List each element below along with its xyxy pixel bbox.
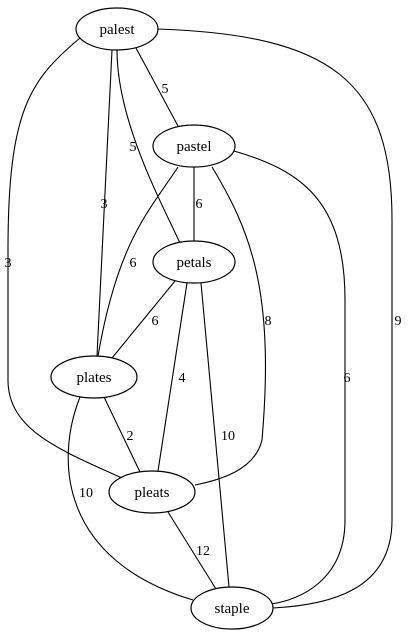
edge-weight-label-plates-pleats: 2: [127, 429, 134, 444]
node-plates: plates: [50, 355, 138, 399]
node-label-pastel: pastel: [177, 139, 212, 155]
edge-weight-label-pastel-petals: 6: [196, 197, 203, 212]
node-label-pleats: pleats: [135, 485, 170, 501]
edge-weight-label-petals-staple: 10: [221, 429, 235, 444]
edge-weight-label-petals-plates: 6: [152, 314, 159, 329]
edge-weight-label-palest-pleats: 3: [5, 256, 12, 271]
node-petals: petals: [152, 240, 236, 284]
edge-pastel-plates: [97, 166, 179, 357]
edge-weight-label-petals-pleats: 4: [179, 371, 186, 386]
edges-layer: [7, 28, 393, 609]
edge-plates-pleats: [103, 396, 141, 473]
edge-weight-label-pastel-plates: 6: [130, 256, 137, 271]
edge-petals-plates: [111, 280, 176, 359]
edge-palest-pastel: [135, 47, 179, 127]
node-ellipse-pleats: [108, 470, 196, 514]
node-staple: staple: [190, 586, 274, 630]
node-palest: palest: [75, 7, 159, 51]
node-ellipse-plates: [50, 355, 138, 399]
edge-pastel-staple: [233, 150, 346, 605]
node-ellipse-palest: [75, 7, 159, 51]
edge-pastel-pleats: [194, 166, 266, 486]
edge-plates-staple: [67, 396, 194, 601]
edge-petals-pleats: [157, 282, 188, 472]
edge-pleats-staple: [167, 511, 217, 590]
edge-palest-petals: [116, 49, 181, 244]
edge-petals-staple: [200, 282, 230, 588]
edge-weight-label-pleats-staple: 12: [196, 544, 210, 559]
node-label-petals: petals: [177, 255, 212, 271]
edge-palest-plates: [96, 49, 113, 357]
edge-palest-staple: [157, 28, 393, 609]
node-label-palest: palest: [100, 22, 136, 38]
node-ellipse-pastel: [152, 124, 236, 168]
nodes-layer: palest pastel petals plates pleats staple: [50, 7, 274, 630]
node-label-staple: staple: [215, 601, 250, 617]
edge-weight-label-palest-plates: 3: [101, 197, 108, 212]
edge-palest-pleats: [7, 37, 123, 479]
node-label-plates: plates: [77, 370, 112, 386]
edge-labels-layer: 5 5 3 3 9 6 6 8 6 6 4 10 2 10 12: [5, 82, 402, 559]
node-pleats: pleats: [108, 470, 196, 514]
edge-weight-label-palest-petals: 5: [130, 140, 137, 155]
edge-weight-label-palest-pastel: 5: [162, 82, 169, 97]
node-pastel: pastel: [152, 124, 236, 168]
node-ellipse-petals: [152, 240, 236, 284]
node-ellipse-staple: [190, 586, 274, 630]
edge-weight-label-pastel-pleats: 8: [265, 314, 272, 329]
edge-weight-label-pastel-staple: 6: [344, 371, 351, 386]
edge-weight-label-palest-staple: 9: [395, 314, 402, 329]
edge-weight-label-plates-staple: 10: [79, 486, 93, 501]
